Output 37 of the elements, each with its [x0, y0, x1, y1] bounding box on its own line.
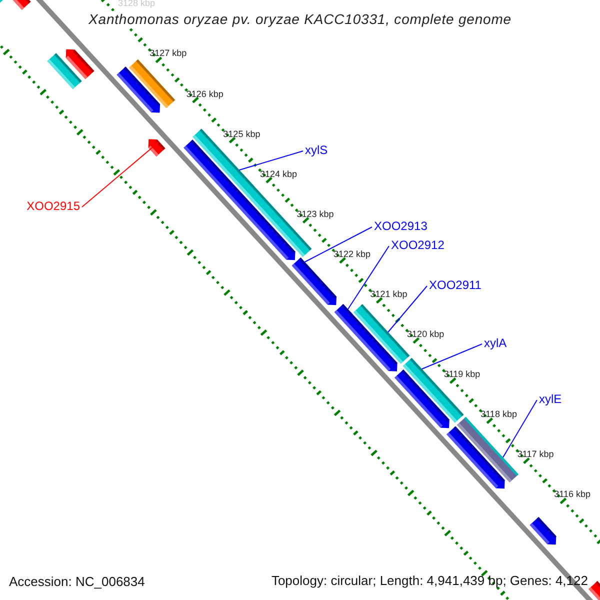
scale-label: 3124 kbp	[260, 168, 297, 180]
gene-label: xylS	[305, 143, 328, 158]
gene-block	[148, 139, 166, 156]
gene-label: XOO2915	[26, 199, 80, 214]
gene-block	[588, 581, 600, 600]
leader-line	[388, 286, 428, 333]
gene-bar	[47, 53, 82, 90]
genome-info-text: Topology: circular; Length: 4,941,439 bp; Genes: 4,122	[271, 574, 588, 588]
scale-label: 3126 kbp	[186, 88, 224, 100]
scale-label: 3116 kbp	[554, 489, 591, 500]
leader-line	[502, 400, 538, 458]
scale-label: 3119 kbp	[444, 369, 480, 380]
gene-block	[10, 0, 31, 10]
gene-label: XOO2912	[391, 238, 444, 253]
gene-block	[446, 426, 505, 489]
gene-block	[292, 258, 336, 306]
gene-block	[530, 516, 556, 545]
scale-label: 3122 kbp	[333, 248, 371, 260]
scale-label: 3120 kbp	[407, 329, 444, 340]
scale-label: 3125 kbp	[223, 128, 260, 140]
leader-line	[82, 141, 160, 208]
scale-label: 3127 kbp	[150, 48, 187, 60]
accession-text: Accession: NC_006834	[9, 574, 145, 590]
leader-line	[238, 150, 304, 170]
gene-label: xylE	[539, 392, 562, 407]
scale-label: 3118 kbp	[480, 409, 517, 420]
scale-label: 3117 kbp	[517, 449, 554, 460]
title: Xanthomonas oryzae pv. oryzae KACC10331, complete genome	[88, 11, 512, 27]
scale-label: 3123 kbp	[296, 208, 334, 220]
leader-line	[348, 246, 390, 310]
gene-label: XOO2911	[429, 278, 482, 293]
leader-line	[304, 226, 372, 262]
gene-block	[184, 140, 296, 260]
gene-label: XOO2913	[374, 219, 428, 234]
scale-label: 3121 kbp	[370, 288, 408, 300]
gene-block	[116, 66, 160, 113]
gene-label: xylA	[484, 336, 507, 351]
